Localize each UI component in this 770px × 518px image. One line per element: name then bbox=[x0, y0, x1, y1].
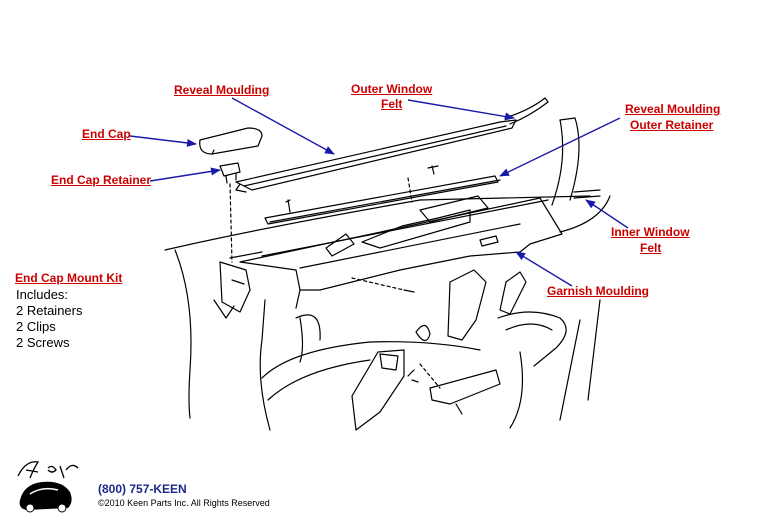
reveal-moulding-label[interactable]: Reveal Moulding bbox=[174, 83, 270, 97]
end-cap-mount-kit-link[interactable]: End Cap Mount Kit bbox=[15, 271, 123, 285]
reveal-moulding-outer-retainer-label[interactable]: Reveal Moulding bbox=[625, 102, 721, 116]
reveal-moulding-outer-retainer-label-line2[interactable]: Outer Retainer bbox=[630, 118, 714, 132]
kit-item: 2 Retainers bbox=[16, 303, 83, 318]
end-cap-label[interactable]: End Cap bbox=[82, 127, 131, 141]
end-cap-retainer-arrow bbox=[149, 167, 221, 182]
copyright-notice: ©2010 Keen Parts Inc. All Rights Reserve… bbox=[98, 498, 270, 508]
garnish-moulding-arrow bbox=[515, 251, 573, 287]
end-cap-arrow bbox=[129, 135, 197, 147]
outer-window-felt-label-line2[interactable]: Felt bbox=[381, 97, 403, 111]
inner-window-felt-label-line2[interactable]: Felt bbox=[640, 241, 662, 255]
door-assembly-drawing bbox=[164, 97, 611, 431]
kit-item: 2 Screws bbox=[16, 335, 70, 350]
inner-window-felt-label[interactable]: Inner Window bbox=[611, 225, 690, 239]
callout-arrows bbox=[129, 97, 629, 287]
phone-number[interactable]: (800) 757-KEEN bbox=[98, 482, 187, 496]
garnish-moulding-label[interactable]: Garnish Moulding bbox=[547, 284, 649, 298]
keen-parts-logo bbox=[17, 461, 79, 513]
inner-window-felt-arrow bbox=[585, 199, 629, 229]
kit-includes-label: Includes: bbox=[16, 287, 69, 302]
reveal-moulding-outer-retainer-arrow bbox=[499, 117, 621, 177]
reveal-moulding-arrow bbox=[231, 97, 335, 155]
outer-window-felt-arrow bbox=[407, 99, 515, 121]
outer-window-felt-label[interactable]: Outer Window bbox=[351, 82, 433, 96]
kit-item: 2 Clips bbox=[16, 319, 56, 334]
end-cap-retainer-label[interactable]: End Cap Retainer bbox=[51, 173, 152, 187]
